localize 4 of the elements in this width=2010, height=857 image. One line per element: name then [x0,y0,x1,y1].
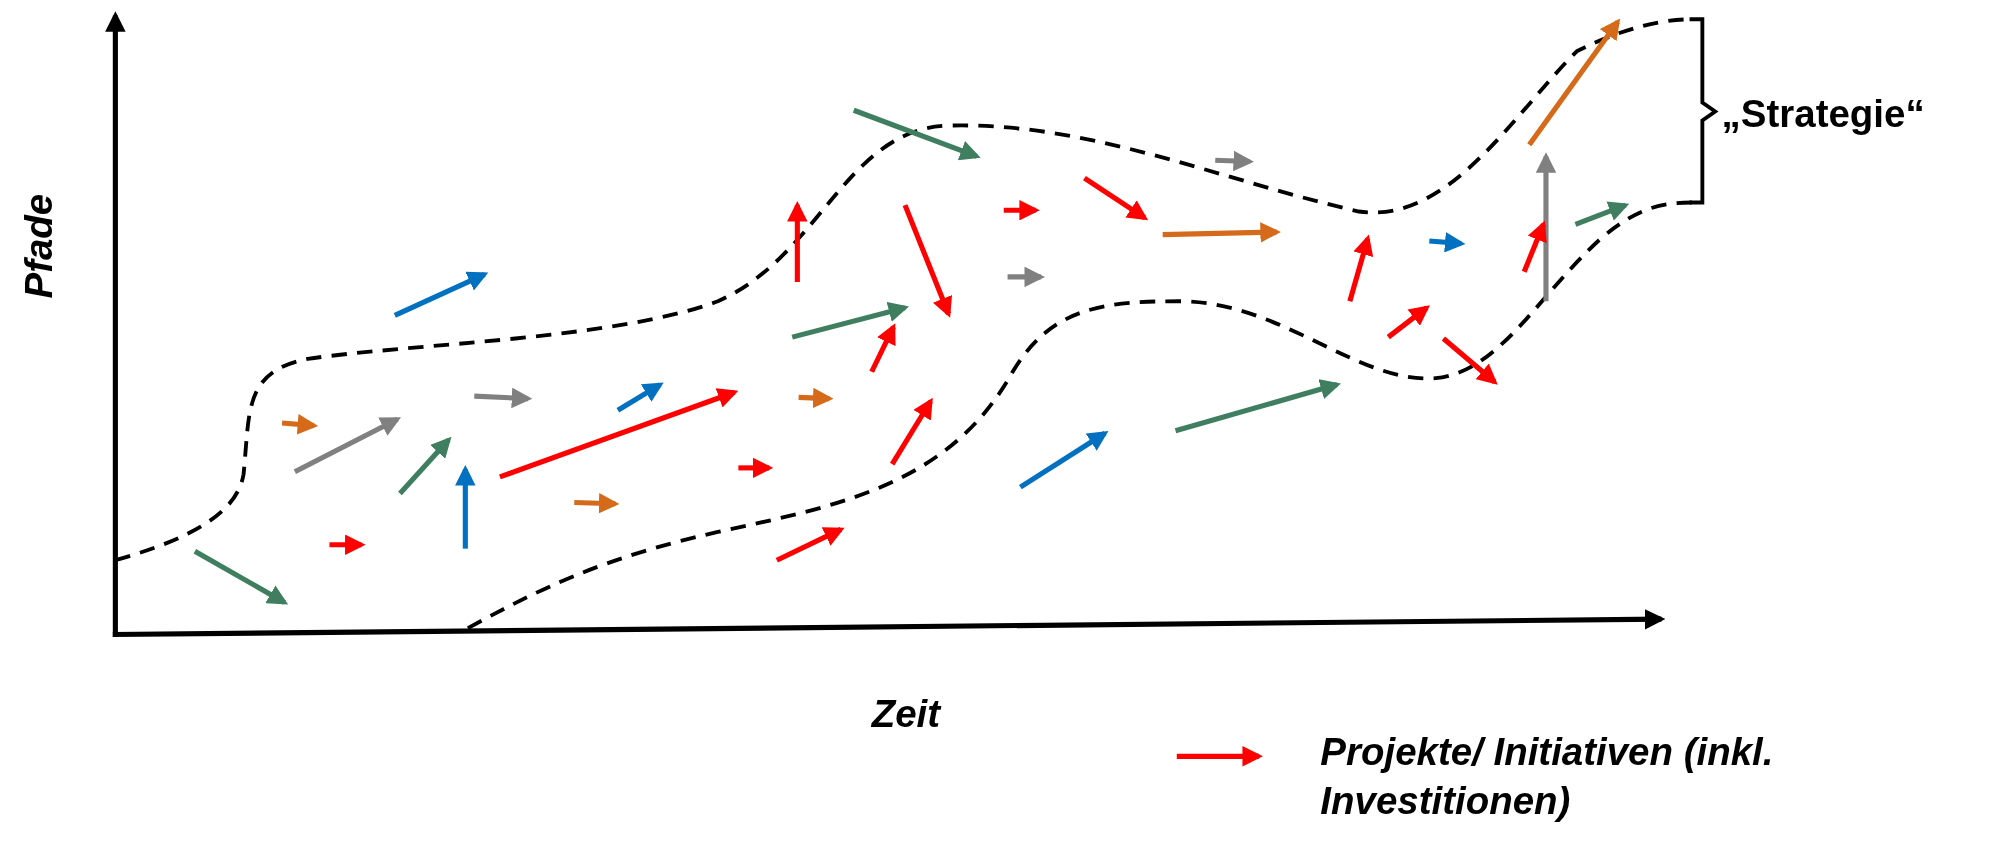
axis-title: Zeit [871,692,941,736]
legend-text: Projekte/ Initiativen (inkl. Investitionen) [1320,729,1775,824]
axis-title: Pfade [17,193,62,299]
bracket-label: „Strategie“ [1721,92,1925,136]
